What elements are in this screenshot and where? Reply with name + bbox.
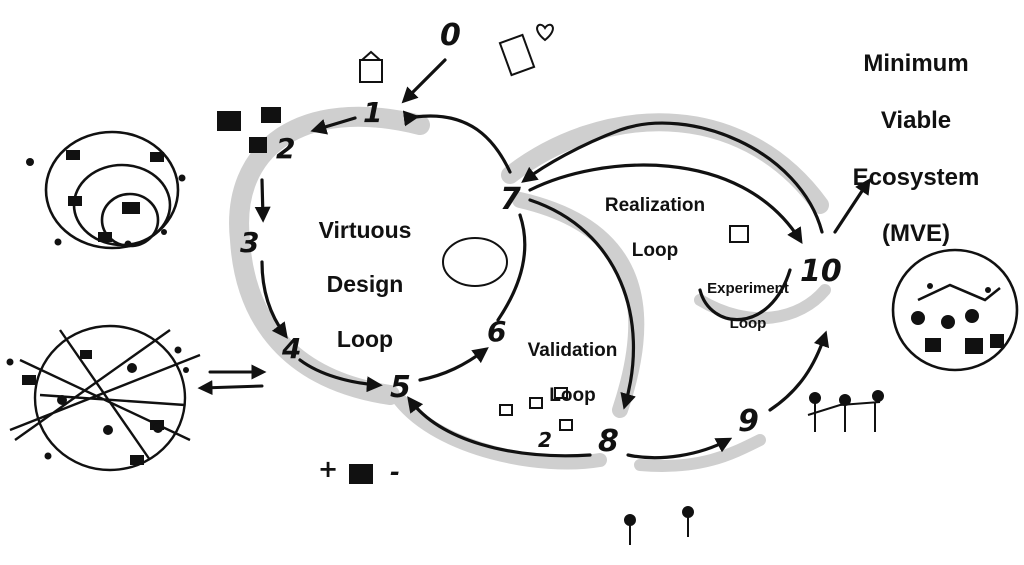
doodles: [217, 23, 884, 545]
network-sketch-bottom-left: [6, 324, 201, 472]
community-sketch-right: [891, 248, 1019, 372]
step-1: 1: [363, 96, 383, 129]
mve-title-line: Minimum: [863, 50, 969, 78]
exchange-arrows: [197, 364, 267, 396]
virtuous-design-loop-label: Virtuous Design Loop: [295, 190, 435, 380]
step-8: 8: [598, 424, 619, 459]
equation-two: 2: [538, 428, 552, 452]
step-10: 10: [800, 254, 842, 289]
minus-sign: -: [390, 458, 400, 486]
loop-label-line: Loop: [729, 315, 767, 333]
loop-label-line: Loop: [549, 385, 596, 407]
loop-label-line: Loop: [631, 240, 679, 262]
mve-title-line: (MVE): [882, 220, 950, 248]
ecosystem-sketch-top-left: [26, 130, 186, 250]
plus-sign: +: [318, 455, 339, 483]
loop-label-line: Experiment: [707, 279, 789, 297]
step-5: 5: [390, 370, 411, 405]
mve-title-line: Ecosystem: [852, 163, 980, 191]
loop-label-line: Realization: [604, 195, 706, 217]
step-7: 7: [500, 182, 521, 217]
realization-loop-label: Realization Loop: [580, 173, 730, 285]
step-2: 2: [276, 132, 296, 165]
step-4: 4: [282, 332, 302, 365]
mve-title: Minimum Viable Ecosystem (MVE): [836, 22, 996, 277]
step-3: 3: [240, 226, 260, 259]
experiment-loop-label: Experiment Loop: [688, 262, 808, 350]
step-6: 6: [487, 315, 507, 348]
mve-title-line: Viable: [880, 106, 952, 134]
loop-label-line: Loop: [336, 325, 394, 352]
step-9: 9: [738, 404, 759, 439]
loop-label-line: Validation: [527, 340, 618, 362]
validation-loop-label: Validation Loop: [505, 318, 640, 430]
step-0: 0: [440, 18, 461, 53]
loop-label-line: Virtuous: [318, 217, 412, 244]
loop-label-line: Design: [326, 271, 404, 298]
loop-arrows: [254, 58, 871, 460]
